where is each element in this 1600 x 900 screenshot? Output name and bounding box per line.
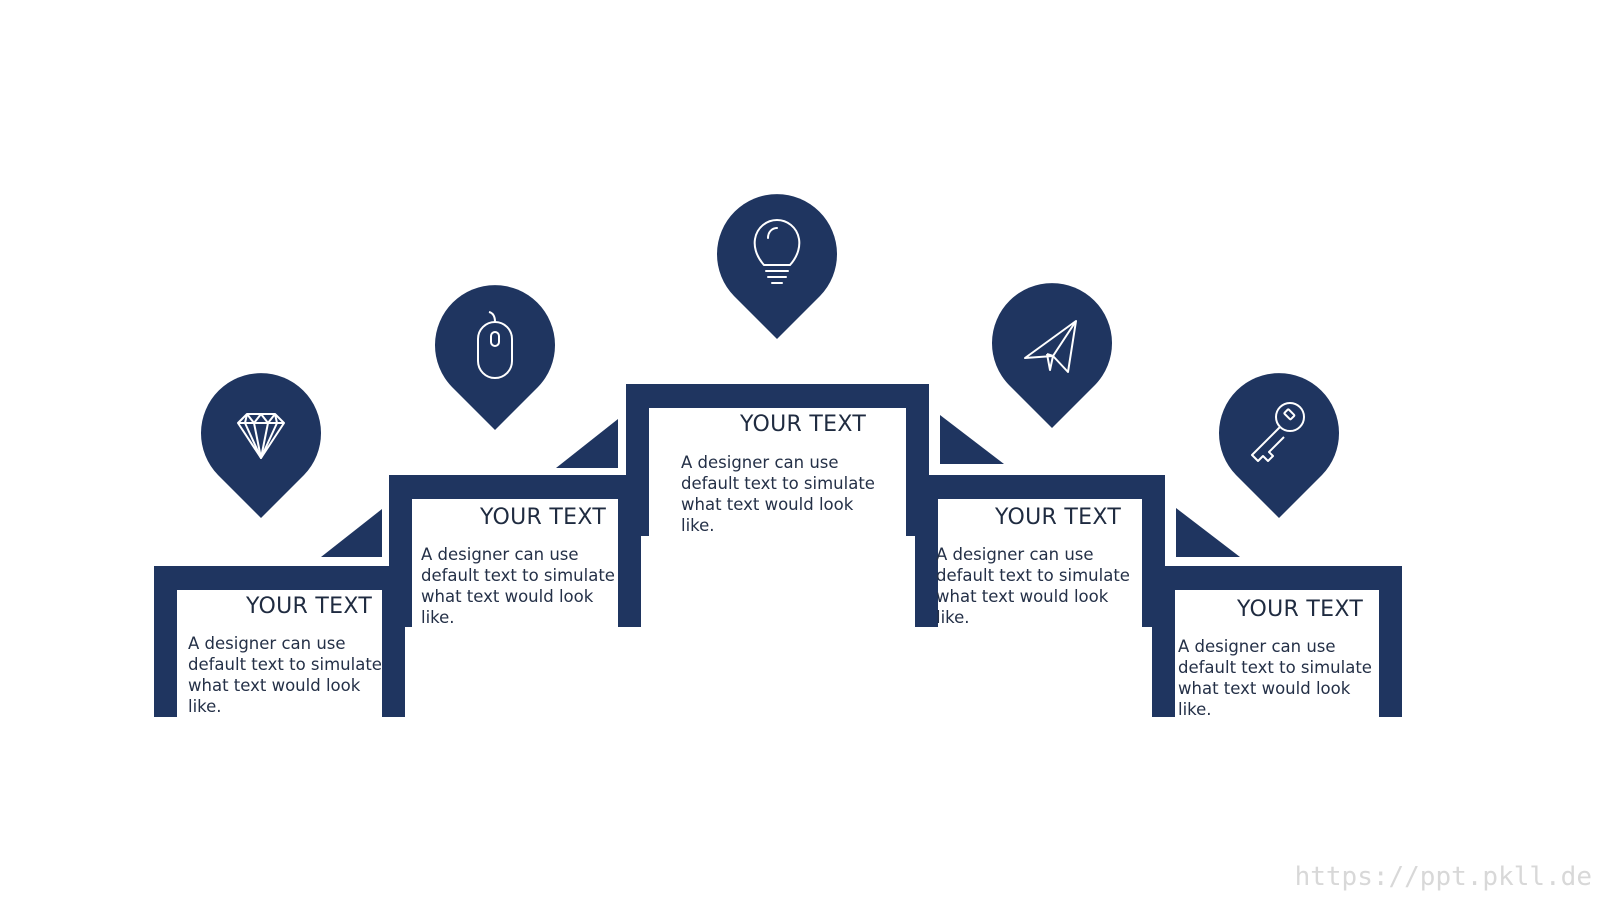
lightbulb-icon	[753, 218, 801, 284]
watermark: https://ppt.pkll.de	[1294, 862, 1592, 892]
step-4-pin	[992, 282, 1112, 428]
key-icon	[1251, 402, 1305, 462]
step-1-title: YOUR TEXT	[246, 594, 373, 619]
step-5-frame	[1152, 566, 1402, 717]
step-4-text: A designer can use default text to simul…	[936, 545, 1130, 627]
paper-plane-icon	[1024, 320, 1077, 373]
step-5-pin	[1219, 372, 1339, 518]
step-2-frame	[389, 475, 641, 627]
step-5-title: YOUR TEXT	[1237, 597, 1364, 622]
step-2-connector	[556, 419, 618, 468]
step-5-connector	[1176, 508, 1240, 557]
mouse-icon	[477, 311, 513, 379]
step-3-pin	[717, 193, 837, 339]
step-4-frame	[915, 475, 1165, 627]
step-1-connector	[321, 509, 382, 557]
step-4-connector	[940, 415, 1004, 464]
step-3-text: A designer can use default text to simul…	[681, 453, 875, 535]
step-1-text: A designer can use default text to simul…	[188, 634, 382, 716]
step-1-pin	[201, 372, 321, 518]
step-1-frame	[154, 566, 405, 717]
step-2-title: YOUR TEXT	[480, 505, 607, 530]
step-4-title: YOUR TEXT	[995, 505, 1122, 530]
step-2-pin	[435, 284, 555, 430]
step-3-title: YOUR TEXT	[740, 412, 867, 437]
diamond-icon	[237, 413, 285, 459]
step-2-text: A designer can use default text to simul…	[421, 545, 615, 627]
step-5-text: A designer can use default text to simul…	[1178, 637, 1372, 719]
